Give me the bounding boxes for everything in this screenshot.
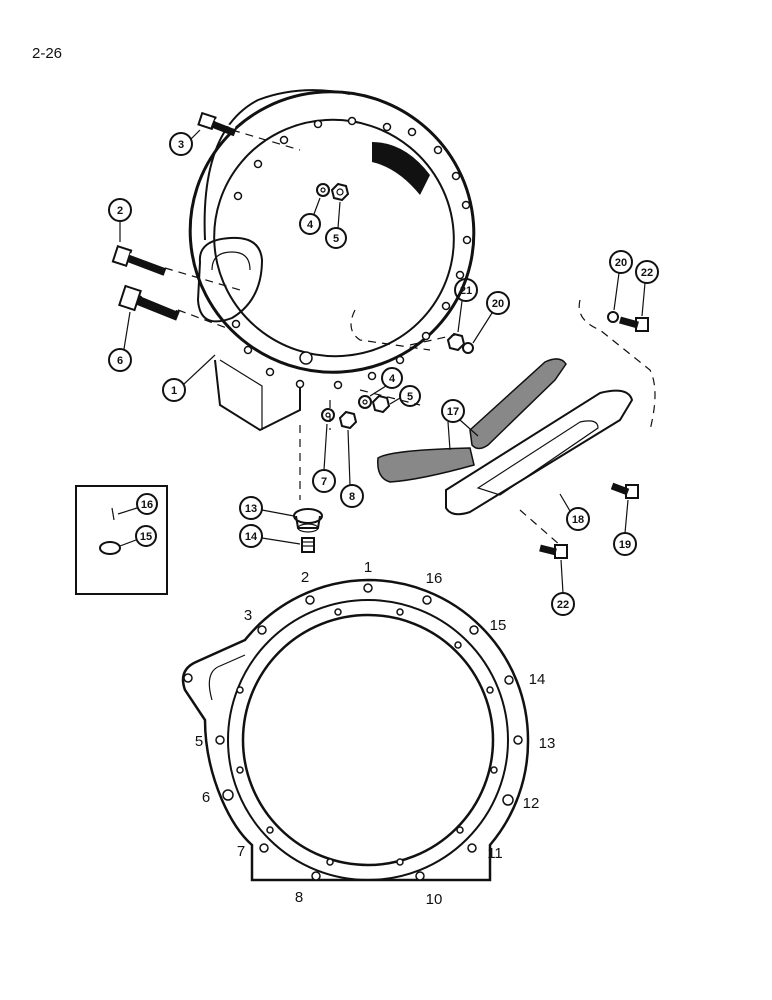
svg-text:5: 5 bbox=[333, 233, 339, 245]
svg-text:16: 16 bbox=[141, 499, 153, 511]
washer-20-right bbox=[607, 311, 619, 323]
svg-text:5: 5 bbox=[407, 391, 413, 403]
seq-3: 3 bbox=[244, 607, 252, 624]
callout-17: 17 bbox=[441, 399, 479, 451]
callout-15: 15 bbox=[119, 525, 157, 547]
callout-4-lower: 4 bbox=[369, 367, 403, 397]
seq-14: 14 bbox=[529, 671, 546, 688]
callout-3: 3 bbox=[169, 129, 201, 156]
seal-17 bbox=[377, 358, 567, 483]
bolt-19 bbox=[610, 482, 639, 499]
svg-text:13: 13 bbox=[245, 503, 257, 515]
svg-text:22: 22 bbox=[641, 267, 653, 279]
svg-text:7: 7 bbox=[321, 476, 327, 488]
inset-detail-box bbox=[75, 485, 168, 595]
callout-19: 19 bbox=[613, 499, 637, 556]
seq-5: 5 bbox=[195, 733, 203, 750]
svg-text:4: 4 bbox=[307, 219, 314, 231]
callout-20-mid: 20 bbox=[472, 291, 510, 344]
pin-16 bbox=[111, 507, 115, 521]
callout-7: 7 bbox=[312, 423, 336, 493]
svg-text:18: 18 bbox=[572, 514, 584, 526]
callout-22-upper: 22 bbox=[635, 260, 659, 317]
housing-front-view bbox=[181, 578, 530, 882]
washer-4-upper bbox=[316, 183, 330, 197]
callout-4-upper: 4 bbox=[299, 197, 321, 235]
callout-14: 14 bbox=[239, 524, 301, 548]
callout-1: 1 bbox=[162, 354, 216, 402]
nut-8 bbox=[338, 410, 358, 430]
bolt-22-upper bbox=[619, 316, 649, 332]
svg-text:22: 22 bbox=[557, 599, 569, 611]
callout-2: 2 bbox=[108, 198, 132, 242]
callout-5-upper: 5 bbox=[325, 201, 347, 249]
svg-text:20: 20 bbox=[492, 298, 504, 310]
plug-14 bbox=[301, 537, 315, 553]
washer-7 bbox=[321, 408, 335, 422]
seq-2: 2 bbox=[301, 569, 309, 586]
svg-text:19: 19 bbox=[619, 539, 631, 551]
callout-22-lower: 22 bbox=[551, 559, 575, 616]
housing-inner-shadow bbox=[372, 142, 430, 195]
callout-13: 13 bbox=[239, 496, 295, 520]
seq-1: 1 bbox=[364, 559, 372, 576]
svg-text:14: 14 bbox=[245, 531, 258, 543]
callout-8: 8 bbox=[340, 429, 364, 508]
svg-text:20: 20 bbox=[615, 257, 627, 269]
cover-plate-18 bbox=[445, 389, 634, 516]
drain-plug-13 bbox=[293, 508, 323, 533]
seq-8: 8 bbox=[295, 889, 303, 906]
plug-15 bbox=[99, 541, 121, 555]
callout-21: 21 bbox=[454, 278, 478, 333]
svg-text:1: 1 bbox=[171, 385, 177, 397]
seq-7: 7 bbox=[237, 843, 245, 860]
bolt-22-lower bbox=[539, 544, 568, 559]
callout-5-lower: 5 bbox=[389, 385, 421, 407]
callout-18: 18 bbox=[559, 493, 590, 531]
bolt-6 bbox=[118, 284, 180, 321]
flywheel-housing bbox=[188, 89, 476, 432]
svg-text:3: 3 bbox=[178, 139, 184, 151]
nut-5-lower bbox=[371, 394, 391, 414]
svg-text:4: 4 bbox=[389, 373, 396, 385]
seq-6: 6 bbox=[202, 789, 210, 806]
seq-10: 10 bbox=[426, 891, 443, 908]
bolt-2 bbox=[111, 244, 167, 276]
washer-4-lower bbox=[358, 395, 372, 409]
svg-text:2: 2 bbox=[117, 205, 123, 217]
svg-text:17: 17 bbox=[447, 406, 459, 418]
callouts: 3 2 6 1 4 5 4 5 7 8 21 20 20 22 17 18 19… bbox=[108, 129, 659, 616]
svg-text:8: 8 bbox=[349, 491, 355, 503]
page-number: 2-26 bbox=[32, 45, 62, 62]
seq-15: 15 bbox=[490, 617, 507, 634]
bolt-sequence-labels: 1 2 3 5 6 7 8 10 11 12 13 14 15 16 bbox=[195, 559, 556, 908]
svg-text:21: 21 bbox=[460, 285, 472, 297]
callout-16: 16 bbox=[117, 493, 158, 515]
svg-text:15: 15 bbox=[140, 531, 152, 543]
seq-11: 11 bbox=[487, 845, 503, 862]
seq-16: 16 bbox=[426, 570, 443, 587]
washer-20-mid bbox=[462, 342, 474, 354]
callout-6: 6 bbox=[108, 311, 132, 372]
seq-13: 13 bbox=[539, 735, 556, 752]
callout-20-right: 20 bbox=[609, 250, 633, 311]
nut-5-upper bbox=[330, 182, 350, 202]
nut-21 bbox=[446, 332, 466, 352]
seq-12: 12 bbox=[523, 795, 540, 812]
bolt-3 bbox=[197, 111, 237, 137]
svg-text:6: 6 bbox=[117, 355, 123, 367]
